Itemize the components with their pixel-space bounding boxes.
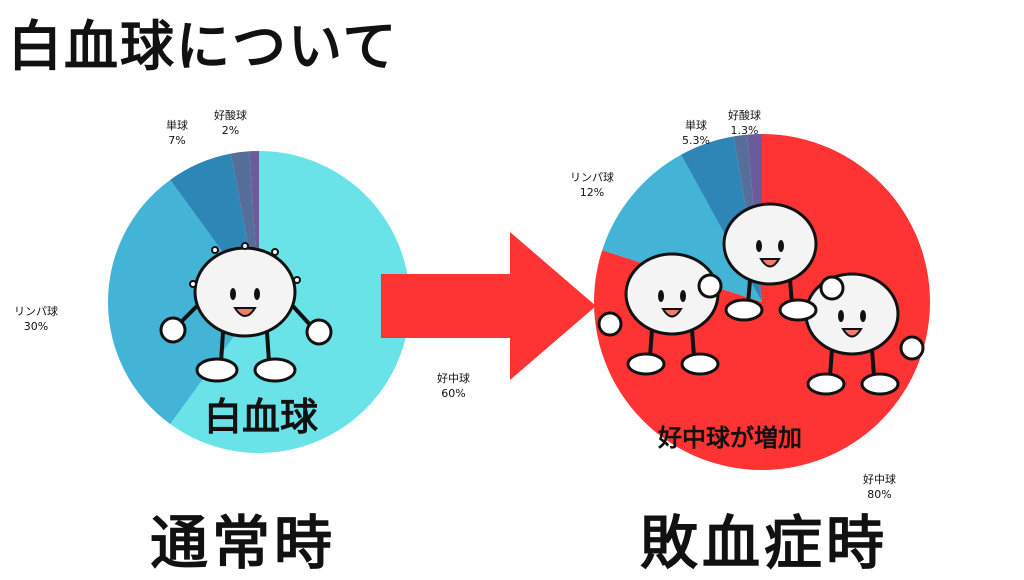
page-title: 白血球について — [8, 15, 399, 78]
transition-arrow — [381, 232, 596, 380]
label-left-lymphocyte: リンパ球 30% — [14, 305, 58, 333]
label-left-eosinophil: 好酸球 2% — [214, 109, 247, 137]
slice-lymphocyte — [108, 179, 260, 425]
caption-white-blood-cell: 白血球 — [204, 395, 319, 439]
caption-neutrophil-increase: 好中球が増加 — [658, 424, 802, 452]
label-right-eosinophil: 好酸球 1.3% — [728, 109, 761, 137]
white-blood-cell-character — [159, 242, 333, 383]
label-left-monocyte: 単球 7% — [166, 119, 188, 147]
label-right-neutrophil: 好中球 80% — [863, 473, 896, 501]
neutrophil-character-left — [597, 252, 720, 376]
label-normal: 通常時 — [150, 509, 337, 577]
label-left-neutrophil: 好中球 60% — [437, 372, 470, 400]
slice-lymphocyte — [602, 154, 762, 302]
label-sepsis: 敗血症時 — [640, 509, 889, 577]
neutrophil-character-top — [697, 202, 845, 322]
label-right-monocyte: 単球 5.3% — [682, 119, 710, 147]
label-right-lymphocyte: リンパ球 12% — [570, 171, 614, 199]
